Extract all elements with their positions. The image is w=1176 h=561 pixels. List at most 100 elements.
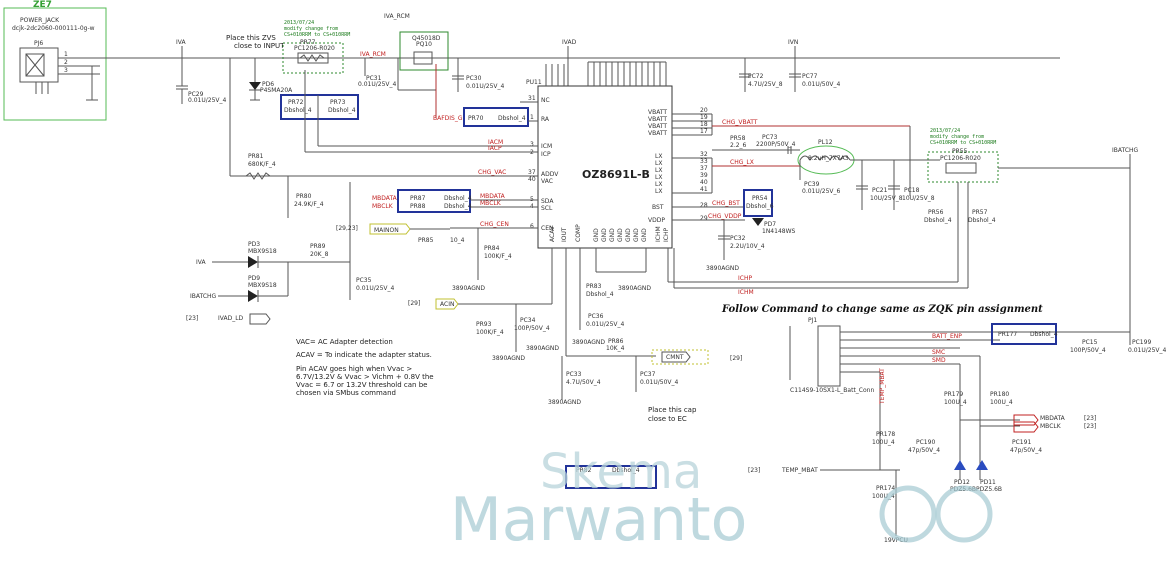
pc18-value: 10U/25V_8 (902, 195, 935, 202)
rail-ibatchg: IBATCHG (1112, 147, 1139, 154)
watermark-line1: Skema (540, 444, 702, 500)
mbclk-out: MBCLK (1040, 423, 1062, 430)
pr73-value: Dbshol_4 (328, 107, 356, 114)
ic-right-pins: VBATT VBATT VBATT VBATT LX LX LX LX LX L… (648, 107, 708, 224)
acin-net: ACIN (440, 301, 454, 308)
rail-19vpcu: 19VPCU (884, 537, 908, 544)
ref-23: [23] (186, 315, 198, 322)
pc73-ref: PC73 (762, 134, 778, 141)
chg-bst-net: CHG_BST (712, 200, 740, 207)
ic-left-pins: NC RA ICM ICP ADDV VAC SDA SCL CEN 31 1 … (528, 95, 559, 232)
pr82-block (565, 465, 657, 489)
connector-tag: ZE7 (33, 0, 52, 10)
watermark-ring-1 (879, 485, 937, 543)
pq10-frame (399, 31, 449, 71)
svg-text:RA: RA (541, 116, 550, 123)
ref-29-cmnt: [29] (730, 355, 742, 362)
pr84-ref: PR84 (484, 245, 500, 252)
pr70-value: Dbshol_4 (498, 115, 526, 122)
svg-text:ICP: ICP (541, 151, 551, 158)
connector-ref: PJ6 (34, 40, 43, 47)
pr55-ref: PR55 (952, 148, 968, 155)
svg-text:LX: LX (655, 174, 662, 181)
pr93-ref: PR93 (476, 321, 492, 328)
pr58-value: 2.2_6 (730, 142, 747, 149)
svg-text:GND: GND (617, 228, 624, 242)
rail-ivn: IVN (788, 39, 798, 46)
pr73-ref: PR73 (330, 99, 346, 106)
pd12-ref: PD12 (954, 479, 970, 486)
svg-text:VAC: VAC (541, 178, 553, 185)
svg-text:BST: BST (652, 204, 664, 211)
pr83-value: Dbshol_4 (586, 291, 614, 298)
ref-23-mb: [23] (1084, 415, 1096, 422)
svg-text:GND: GND (609, 228, 616, 242)
svg-text:31: 31 (528, 95, 536, 102)
pin-3: 3 (64, 67, 68, 74)
svg-text:VBATT: VBATT (648, 109, 667, 116)
ref-29-acin: [29] (408, 300, 420, 307)
svg-text:GND: GND (641, 228, 648, 242)
mbdata-left: MBDATA (372, 195, 398, 202)
svg-text:29: 29 (700, 215, 708, 222)
ic-ref: PU11 (526, 79, 542, 86)
pr54-ref: PR54 (752, 195, 768, 202)
pr77-value: PC1206-R020 (294, 45, 335, 52)
gnd-pr84: 3890AGND (452, 285, 485, 292)
smd-net: SMD (932, 357, 946, 364)
pr82-value: Dbshol_4 (612, 467, 640, 474)
rail-ivad: IVAD (562, 39, 577, 46)
pr89-value: 20K_8 (310, 251, 329, 258)
iacm-net: IACM (488, 139, 503, 146)
pr174-ref: PR174 (876, 485, 895, 492)
mbdata-net: MBDATA (480, 193, 506, 200)
power-jack-frame (3, 7, 107, 121)
pj1-ref: PJ1 (808, 317, 817, 324)
svg-text:LX: LX (655, 160, 662, 167)
pd9-ref: PD9 (248, 275, 260, 282)
svg-text:VBATT: VBATT (648, 130, 667, 137)
connector-part: dcjk-2dc2060-000111-0g-w (12, 25, 95, 32)
pr177-value: Dbshol_4 (1030, 331, 1058, 338)
svg-text:40: 40 (700, 179, 708, 186)
gnd-pc34: 3890AGND (526, 345, 559, 352)
ic-name: OZ8691L-B (582, 168, 650, 181)
bafdis-net: BAFDIS_G (433, 115, 463, 122)
svg-text:41: 41 (700, 186, 708, 193)
change-note-2-l2: modify change from (930, 134, 984, 140)
pc33-value: 4.7U/50V_4 (566, 379, 601, 386)
pd3-ref: PD3 (248, 241, 260, 248)
svg-text:39: 39 (700, 172, 708, 179)
ref-2923: [29,23] (336, 225, 358, 232)
ichm-net: ICHM (738, 289, 754, 296)
connector-name: POWER_JACK (20, 17, 60, 24)
svg-text:17: 17 (700, 128, 708, 135)
ref-23-temp: [23] (748, 467, 760, 474)
pd6-ref: PD6 (262, 81, 274, 88)
pin-1: 1 (64, 51, 68, 58)
pr83-ref: PR83 (586, 283, 602, 290)
pd7-value: 1N4148WS (762, 228, 796, 235)
chg-cen-net: CHG_CEN (480, 221, 509, 228)
pc72-ref: PC72 (748, 73, 764, 80)
pr56-value: Dbshol_4 (924, 217, 952, 224)
pc36-ref: PC36 (588, 313, 604, 320)
pr77-frame (282, 42, 344, 74)
pc190-value: 47p/50V_4 (908, 447, 940, 454)
pr72-ref: PR72 (288, 99, 304, 106)
pd7-ref: PD7 (764, 221, 776, 228)
batchg-net: IBATCHG (190, 293, 217, 300)
pr55-value: PC1206-R020 (940, 155, 981, 162)
pr87-ref: PR87 (410, 195, 426, 202)
pr81-ref: PR81 (248, 153, 264, 160)
svg-text:19: 19 (700, 114, 708, 121)
pc73-value: 2200P/50V_4 (756, 141, 796, 148)
pr81-value: 680K/F_4 (248, 161, 276, 168)
pr88-ref: PR88 (410, 203, 426, 210)
pr70-block (463, 107, 529, 127)
pr179-value: 100U_4 (944, 399, 967, 406)
watermark-line2: Marwanto (450, 485, 747, 555)
charger-ic (537, 85, 673, 249)
pr58-ref: PR58 (730, 135, 746, 142)
